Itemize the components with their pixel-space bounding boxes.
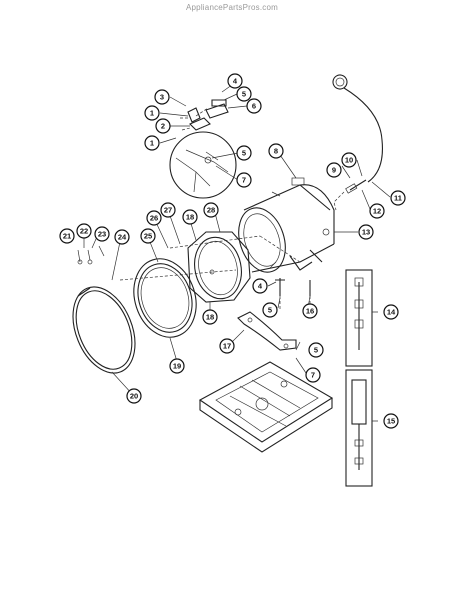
drum-cover [187, 231, 251, 303]
callout-22: 22 [76, 223, 92, 239]
callout-7a-label: 7 [242, 176, 246, 185]
callout-15: 15 [383, 413, 399, 429]
callout-25: 25 [140, 228, 156, 244]
callout-18a: 18 [182, 209, 198, 225]
callout-24: 24 [114, 229, 130, 245]
callout-21-label: 21 [63, 232, 71, 241]
callout-1b: 1 [144, 135, 160, 151]
callout-21: 21 [59, 228, 75, 244]
small-hardware [77, 245, 105, 265]
callout-26-label: 26 [150, 214, 158, 223]
leader-lines [83, 81, 391, 422]
callout-4a: 4 [227, 73, 243, 89]
callout-5c: 5 [262, 302, 278, 318]
callout-5a-label: 5 [242, 90, 246, 99]
callout-5d: 5 [308, 342, 324, 358]
callout-2-label: 2 [161, 122, 165, 131]
callout-14: 14 [383, 304, 399, 320]
callout-5c-label: 5 [268, 306, 272, 315]
callout-1a-label: 1 [150, 109, 154, 118]
callout-27: 27 [160, 202, 176, 218]
callout-14-label: 14 [387, 308, 396, 317]
callout-19: 19 [169, 358, 185, 374]
callout-16-label: 16 [306, 307, 314, 316]
callout-5b: 5 [236, 145, 252, 161]
base-frame [198, 361, 334, 453]
callout-4a-label: 4 [233, 77, 238, 86]
callout-2: 2 [155, 118, 171, 134]
callout-5d-label: 5 [314, 346, 318, 355]
callout-1a: 1 [144, 105, 160, 121]
callout-3-label: 3 [160, 93, 164, 102]
callout-17: 17 [219, 338, 235, 354]
callout-24-label: 24 [118, 233, 127, 242]
callout-18b: 18 [202, 309, 218, 325]
callout-1b-label: 1 [150, 139, 154, 148]
suspension-bracket [237, 311, 297, 351]
callout-23-label: 23 [98, 230, 106, 239]
callout-16: 16 [302, 303, 318, 319]
top-bracket-parts [180, 99, 229, 131]
callout-28: 28 [203, 202, 219, 218]
callout-9-label: 9 [332, 166, 336, 175]
callout-8: 8 [268, 143, 284, 159]
callout-12: 12 [369, 203, 385, 219]
outer-tub [238, 177, 335, 273]
callout-23: 23 [94, 226, 110, 242]
clamp-rings [72, 286, 136, 374]
callout-7b-label: 7 [311, 371, 315, 380]
callout-28-label: 28 [207, 206, 215, 215]
callout-7b: 7 [305, 367, 321, 383]
callout-18b-label: 18 [206, 313, 214, 322]
watermark: AppliancePartsPros.com [186, 3, 278, 12]
callout-13-label: 13 [362, 228, 370, 237]
callout-25-label: 25 [144, 232, 152, 241]
callout-10-label: 10 [345, 156, 353, 165]
pressure-hose [332, 74, 383, 211]
callout-22-label: 22 [80, 227, 88, 236]
callout-3: 3 [154, 89, 170, 105]
callout-7a: 7 [236, 172, 252, 188]
callout-6: 6 [246, 98, 262, 114]
callout-27-label: 27 [164, 206, 172, 215]
callout-10: 10 [341, 152, 357, 168]
callout-9: 9 [326, 162, 342, 178]
callout-17-label: 17 [223, 342, 231, 351]
detail-bracket [169, 131, 237, 199]
callout-4b-label: 4 [258, 282, 263, 291]
door-seal [133, 258, 197, 338]
callout-15-label: 15 [387, 417, 395, 426]
callout-18a-label: 18 [186, 213, 194, 222]
callout-20: 20 [126, 388, 142, 404]
shock-absorbers [345, 269, 373, 487]
callout-11-label: 11 [394, 194, 402, 203]
mount-bolts [275, 278, 311, 310]
callout-8-label: 8 [274, 147, 278, 156]
callout-5a: 5 [236, 86, 252, 102]
callout-11: 11 [390, 190, 406, 206]
callout-19-label: 19 [173, 362, 181, 371]
callout-4b: 4 [252, 278, 268, 294]
callout-6-label: 6 [252, 102, 256, 111]
callout-13: 13 [358, 224, 374, 240]
callout-12-label: 12 [373, 207, 381, 216]
callout-5b-label: 5 [242, 149, 246, 158]
callout-26: 26 [146, 210, 162, 226]
callout-20-label: 20 [130, 392, 138, 401]
